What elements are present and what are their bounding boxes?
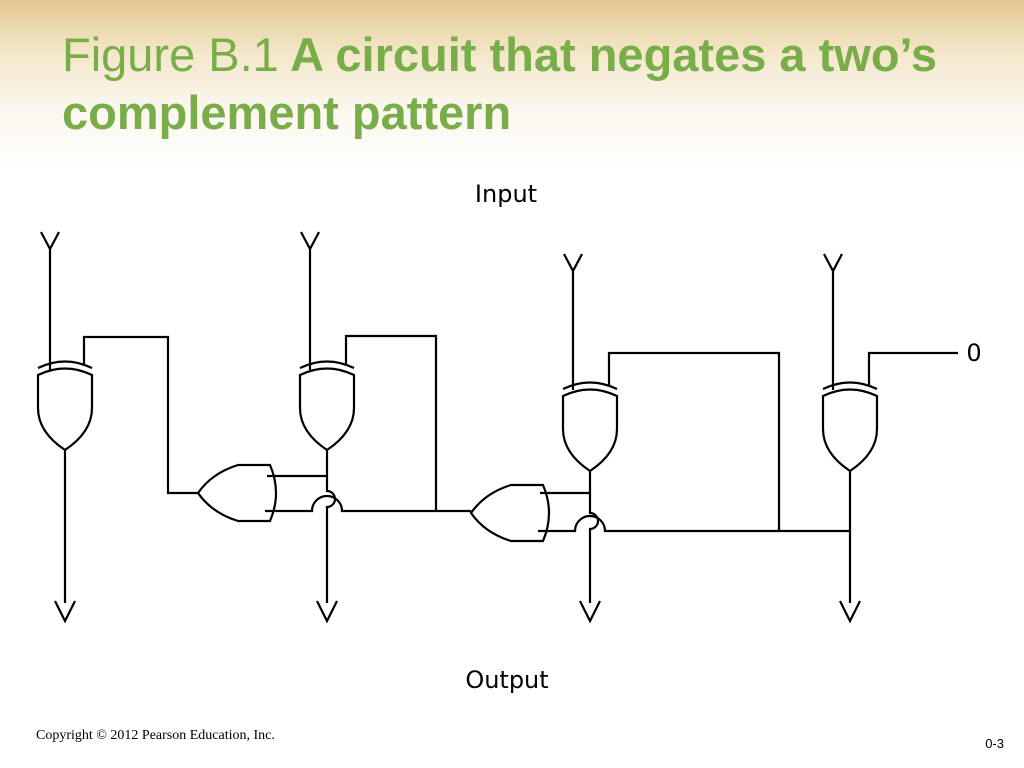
output-arrow-3 <box>579 600 601 624</box>
output-arrow-1 <box>54 600 76 624</box>
page-number: 0-3 <box>985 736 1004 751</box>
input-arrow-3 <box>563 253 583 390</box>
xor-gate-1 <box>36 360 94 452</box>
output-arrows <box>54 600 861 624</box>
output-label: Output <box>465 666 548 694</box>
title-background-band <box>0 0 1024 170</box>
wires <box>63 334 958 603</box>
slide-title: Figure B.1 A circuit that negates a two’… <box>62 26 962 142</box>
figure-caption: A circuit that negates a two’s complemen… <box>62 28 937 139</box>
or-gate-1 <box>196 463 278 523</box>
input-arrow-1 <box>40 231 60 370</box>
figure-label: Figure B.1 <box>62 28 279 81</box>
or-gate-2 <box>469 483 551 543</box>
input-arrow-2 <box>300 231 320 370</box>
copyright-footer: Copyright © 2012 Pearson Education, Inc. <box>36 728 275 743</box>
or-gates <box>196 463 551 543</box>
constant-zero-label: 0 <box>966 339 981 367</box>
input-arrows <box>40 231 843 390</box>
output-arrow-2 <box>316 600 338 624</box>
input-arrow-4 <box>823 253 843 390</box>
xor-gates <box>36 360 879 473</box>
xor-gate-2 <box>298 360 356 452</box>
xor-gate-4 <box>821 381 879 473</box>
output-arrow-4 <box>839 600 861 624</box>
xor-gate-3 <box>561 381 619 473</box>
input-label: Input <box>475 180 537 208</box>
